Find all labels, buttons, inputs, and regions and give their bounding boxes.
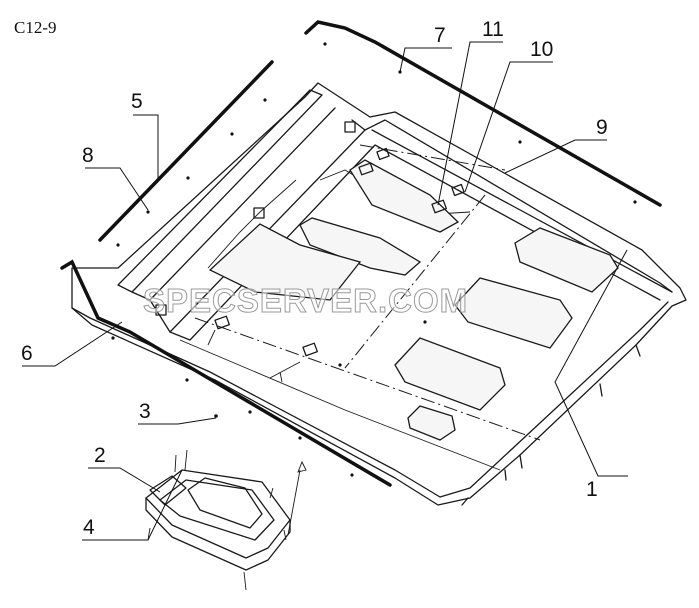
callout-6: 6 — [21, 342, 33, 365]
callout-7: 7 — [434, 24, 446, 47]
callout-2: 2 — [94, 444, 106, 467]
callout-1: 1 — [586, 478, 598, 501]
callout-numbers: 1 2 3 4 5 6 7 8 9 10 11 — [21, 18, 608, 539]
callout-3: 3 — [139, 400, 151, 423]
roof-panels — [208, 159, 619, 441]
seal-strip-6 — [60, 259, 392, 487]
callout-11: 11 — [482, 18, 504, 41]
fastener-dots — [111, 42, 637, 477]
latch-parts — [155, 121, 465, 383]
callout-9: 9 — [596, 116, 608, 139]
roof-hatch — [145, 449, 307, 591]
callout-4: 4 — [83, 516, 95, 539]
seal-strips — [60, 20, 662, 487]
seal-strip-5 — [98, 60, 274, 242]
callout-8: 8 — [82, 144, 94, 167]
callout-10: 10 — [530, 38, 553, 61]
watermark: SPECSERVER.COM — [142, 282, 469, 320]
leader-lines — [22, 41, 628, 541]
seal-strip-7 — [304, 20, 662, 207]
hatch-axis-line — [287, 469, 301, 536]
callout-5: 5 — [131, 90, 143, 113]
figure-code: C12-9 — [14, 18, 57, 37]
